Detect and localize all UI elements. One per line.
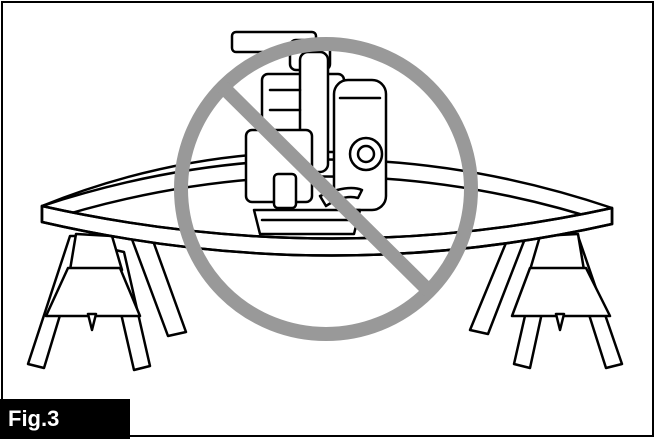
prohibition-icon	[174, 37, 478, 341]
right-sawhorse	[468, 232, 624, 370]
left-sawhorse	[26, 232, 188, 372]
figure-label: Fig.3	[0, 399, 130, 439]
